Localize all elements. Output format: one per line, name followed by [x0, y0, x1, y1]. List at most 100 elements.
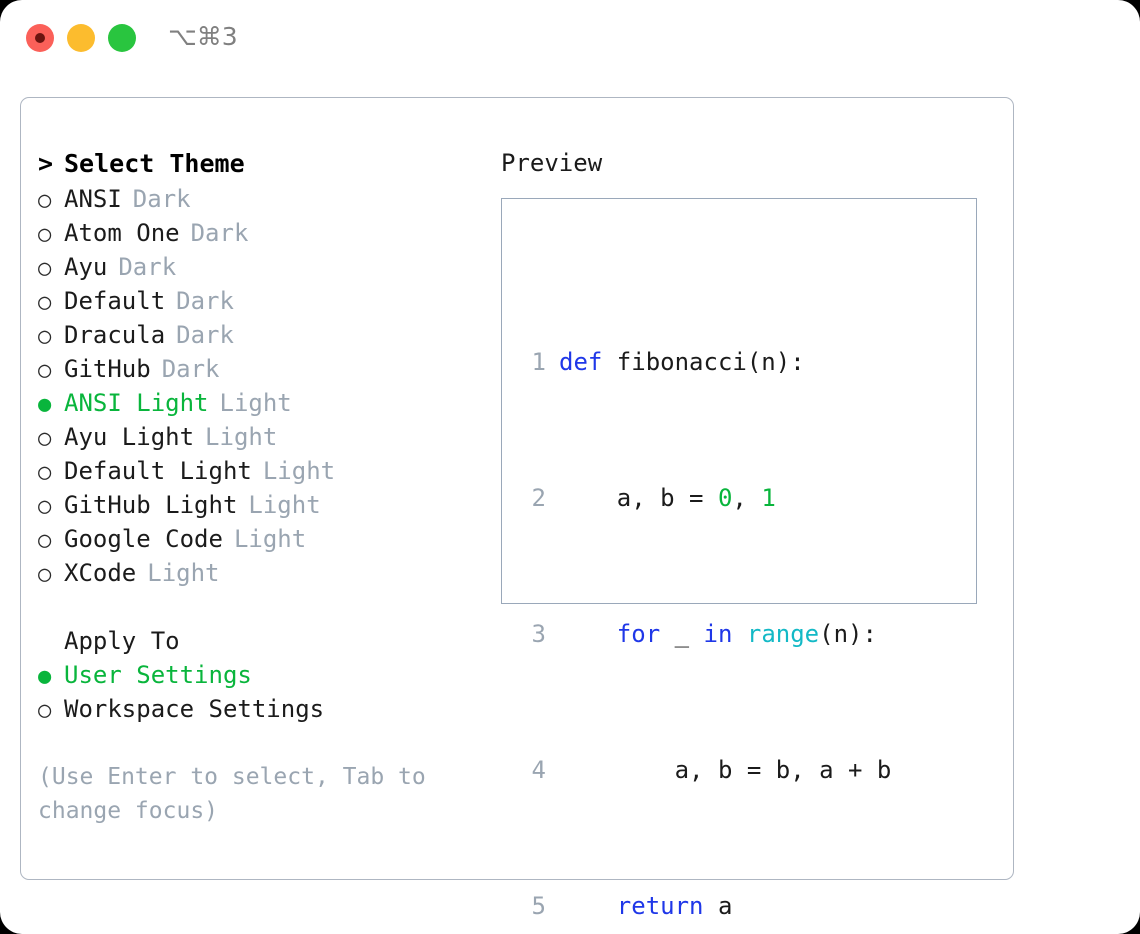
- apply-to-option-workspace-settings[interactable]: ○ Workspace Settings: [38, 692, 478, 726]
- section-spacer: [38, 590, 478, 624]
- page-title: > Select Theme: [38, 146, 478, 182]
- code-token: _: [660, 620, 704, 648]
- code-token: for: [616, 620, 661, 648]
- theme-list-item-default-dark[interactable]: ○ Default Dark: [38, 284, 478, 318]
- theme-variant: Dark: [176, 287, 234, 315]
- radio-icon[interactable]: ○: [38, 528, 52, 553]
- theme-label: Atom One: [64, 219, 180, 247]
- code-token: a, b =: [559, 484, 718, 512]
- theme-variant: Dark: [190, 219, 249, 247]
- theme-list-item-github-light[interactable]: ○ GitHub Light Light: [38, 488, 478, 522]
- line-number: 3: [531, 620, 546, 648]
- preview-title: Preview: [501, 149, 603, 177]
- theme-label: ANSI: [64, 185, 122, 213]
- theme-label: XCode: [64, 559, 137, 587]
- code-token: range: [746, 620, 820, 648]
- theme-list-item-ansi-light[interactable]: ● ANSI Light Light: [38, 386, 478, 420]
- radio-icon[interactable]: ○: [38, 698, 52, 723]
- theme-label: Ayu: [64, 253, 108, 281]
- minimize-button[interactable]: [67, 24, 95, 52]
- page-title-text: Select Theme: [64, 149, 245, 178]
- theme-list-item-atom-one-dark[interactable]: ○ Atom One Dark: [38, 216, 478, 250]
- theme-list-item-ansi-dark[interactable]: ○ ANSI Dark: [38, 182, 478, 216]
- title-bar: ⌥⌘3: [0, 0, 1140, 78]
- theme-label: Ayu Light: [64, 423, 195, 451]
- window-controls: [26, 24, 136, 52]
- theme-label: ANSI Light: [64, 389, 209, 417]
- code-line: 5 return a: [520, 889, 935, 923]
- code-token: def: [559, 348, 603, 376]
- radio-icon[interactable]: ○: [38, 290, 52, 315]
- theme-list-item-google-code[interactable]: ○ Google Code Light: [38, 522, 478, 556]
- theme-list-item-github-dark[interactable]: ○ GitHub Dark: [38, 352, 478, 386]
- theme-list-item-ayu-light[interactable]: ○ Ayu Light Light: [38, 420, 478, 454]
- caret-icon: >: [38, 149, 54, 178]
- theme-label: Default: [64, 287, 166, 315]
- apply-to-option-user-settings[interactable]: ● User Settings: [38, 658, 478, 692]
- theme-label: GitHub Light: [64, 491, 238, 519]
- theme-list-item-xcode[interactable]: ○ XCode Light: [38, 556, 478, 590]
- radio-icon[interactable]: ○: [38, 562, 52, 587]
- line-number: 4: [531, 756, 546, 784]
- code-line: 2 a, b = 0, 1: [520, 481, 935, 515]
- theme-label: GitHub: [64, 355, 151, 383]
- code-token: 0: [717, 484, 733, 512]
- theme-label: Dracula: [64, 321, 166, 349]
- code-token: a: [703, 892, 733, 920]
- radio-icon-selected[interactable]: ●: [38, 664, 52, 689]
- theme-variant: Dark: [176, 321, 234, 349]
- radio-icon[interactable]: ○: [38, 460, 52, 485]
- theme-variant: Light: [219, 389, 292, 417]
- line-number: 1: [531, 348, 546, 376]
- theme-variant: Light: [248, 491, 321, 519]
- apply-to-section: ○Apply To ●User Settings ○Workspace Sett…: [38, 624, 478, 726]
- radio-icon[interactable]: ○: [38, 358, 52, 383]
- theme-list-item-dracula-dark[interactable]: ○ Dracula Dark: [38, 318, 478, 352]
- radio-icon-selected[interactable]: ●: [38, 392, 52, 417]
- close-button[interactable]: [26, 24, 54, 52]
- code-token: [559, 892, 617, 920]
- radio-icon[interactable]: ○: [38, 324, 52, 349]
- theme-variant: Light: [262, 457, 336, 485]
- code-token: a, b = b, a + b: [559, 756, 892, 784]
- radio-icon[interactable]: ○: [38, 494, 52, 519]
- apply-to-label: User Settings: [64, 661, 252, 689]
- theme-variant: Dark: [132, 185, 191, 213]
- keyboard-shortcut-label: ⌥⌘3: [168, 22, 238, 51]
- code-line: 4 a, b = b, a + b: [520, 753, 935, 787]
- apply-to-title-row: ○Apply To: [38, 624, 478, 658]
- code-token: (n):: [819, 620, 877, 648]
- code-token: [559, 620, 617, 648]
- radio-icon[interactable]: ○: [38, 256, 52, 281]
- radio-icon[interactable]: ○: [38, 188, 52, 213]
- code-token: in: [703, 620, 733, 648]
- radio-icon[interactable]: ○: [38, 426, 52, 451]
- line-number: 5: [531, 892, 546, 920]
- maximize-button[interactable]: [108, 24, 136, 52]
- code-token: [732, 620, 746, 648]
- theme-variant: Dark: [161, 355, 220, 383]
- theme-variant: Light: [147, 559, 220, 587]
- apply-to-title: Apply To: [64, 627, 180, 655]
- code-line: 3 for _ in range(n):: [520, 617, 935, 651]
- radio-icon[interactable]: ○: [38, 222, 52, 247]
- spacer-icon: ○: [38, 626, 64, 660]
- line-number: 2: [531, 484, 546, 512]
- theme-variant: Light: [233, 525, 307, 553]
- code-token: return: [616, 892, 704, 920]
- keyboard-hint: (Use Enter to select, Tab to change focu…: [38, 764, 440, 824]
- apply-to-label: Workspace Settings: [64, 695, 325, 723]
- theme-label: Google Code: [64, 525, 223, 553]
- code-token: ,: [732, 484, 762, 512]
- theme-variant: Light: [205, 423, 278, 451]
